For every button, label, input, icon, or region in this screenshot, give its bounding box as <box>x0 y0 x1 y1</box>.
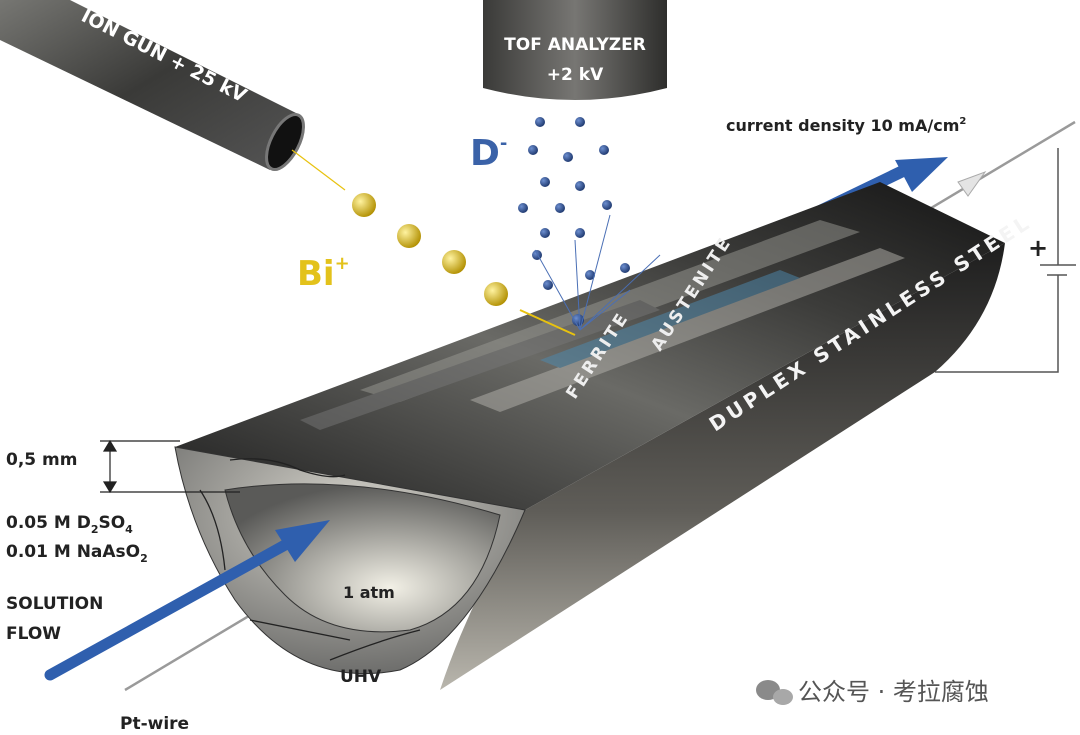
bi-plus-label: Bi+ <box>297 253 350 294</box>
tof-analyzer-label: TOF ANALYZER <box>504 35 646 55</box>
solution-composition-1: 0.05 M D2SO4 <box>6 513 133 536</box>
pt-wire-label: Pt-wire <box>120 714 189 734</box>
impact-beam <box>519 309 576 336</box>
uhv-label: UHV <box>340 667 382 687</box>
current-density-label: current density 10 mA/cm2 <box>726 116 966 135</box>
thickness-marker <box>100 439 240 494</box>
d-ions <box>518 117 630 326</box>
watermark: 公众号 · 考拉腐蚀 <box>798 678 989 706</box>
d-minus-label: D- <box>470 133 507 174</box>
thickness-label: 0,5 mm <box>6 450 77 470</box>
circuit <box>935 148 1076 373</box>
slab-side <box>440 243 1005 690</box>
wechat-icon <box>756 680 793 705</box>
tof-voltage-label: +2 kV <box>547 65 604 85</box>
ion-gun <box>0 0 305 171</box>
tof-analyzer <box>483 0 667 100</box>
battery-plus-label: + <box>1028 234 1048 262</box>
solution-flow-arrow <box>44 520 330 681</box>
solution-composition-2: 0.01 M NaAsO2 <box>6 542 148 565</box>
bi-ions <box>352 193 508 306</box>
ion-beam <box>291 149 346 191</box>
wire-arrow-icon <box>957 170 987 197</box>
solution-flow-label-2: FLOW <box>6 624 61 644</box>
sputter-trajectories <box>534 214 661 331</box>
pressure-label: 1 atm <box>343 583 395 602</box>
solution-flow-label-1: SOLUTION <box>6 594 103 614</box>
hollow-channel <box>224 483 501 633</box>
